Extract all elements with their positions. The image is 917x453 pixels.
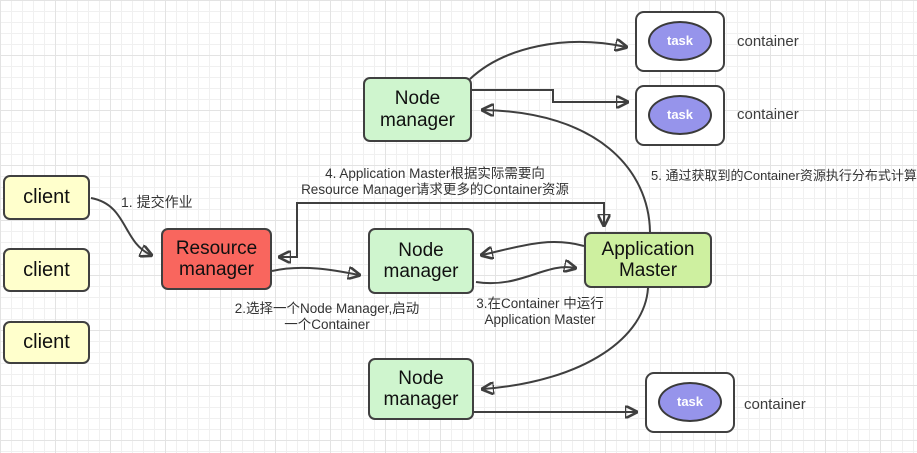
container-box-2: task	[635, 85, 725, 146]
client-box-3: client	[3, 321, 90, 364]
node-manager-bottom-box: Node manager	[368, 358, 474, 420]
task-label: task	[666, 106, 694, 122]
task-label: task	[676, 393, 704, 409]
node-manager-label: Node manager	[383, 367, 459, 410]
arrow-application-master-to-node-manager-top	[483, 110, 651, 233]
resource-manager-label: Resource manager	[175, 237, 258, 280]
client-box-1: client	[3, 175, 90, 220]
node-manager-mid-box: Node manager	[368, 228, 474, 294]
client-label: client	[23, 186, 70, 209]
arrow-application-master-to-node-manager-bottom	[483, 287, 649, 389]
application-master-label: Application Master	[601, 238, 695, 281]
arrow-node-manager-top-to-container-1	[469, 42, 626, 80]
annotation-step-2: 2.选择一个Node Manager,启动 一个Container	[234, 301, 420, 333]
task-label: task	[666, 32, 694, 48]
container-box-3: task	[645, 372, 735, 433]
annotation-step-5: 5. 通过获取到的Container资源执行分布式计算	[651, 168, 917, 183]
client-label: client	[23, 258, 70, 281]
client-box-2: client	[3, 248, 90, 292]
resource-manager-box: Resource manager	[161, 228, 272, 290]
application-master-box: Application Master	[584, 232, 712, 288]
arrow-resource-manager-to-node-manager-mid	[271, 268, 359, 275]
task-ellipse-1: task	[648, 21, 712, 61]
client-label: client	[23, 331, 70, 354]
annotation-step-1: 1. 提交作业	[121, 194, 193, 210]
arrow-application-master-to-node-manager-mid	[482, 241, 585, 255]
container-caption-3: container	[744, 396, 806, 413]
arrow-node-manager-top-to-container-2	[472, 89, 627, 102]
node-manager-label: Node manager	[383, 239, 459, 282]
arrow-step4-am-rm-request	[280, 202, 604, 257]
task-ellipse-3: task	[658, 382, 722, 422]
arrow-client-to-resource-manager	[90, 197, 151, 255]
node-manager-label: Node manager	[380, 88, 455, 131]
annotation-step-4: 4. Application Master根据实际需要向 Resource Ma…	[301, 166, 569, 198]
container-caption-2: container	[737, 106, 799, 123]
node-manager-top-box: Node manager	[363, 77, 472, 142]
container-caption-1: container	[737, 33, 799, 50]
annotation-step-3: 3.在Container 中运行 Application Master	[476, 296, 604, 328]
arrow-node-manager-mid-to-application-master	[475, 267, 575, 285]
container-box-1: task	[635, 11, 725, 72]
task-ellipse-2: task	[648, 95, 712, 135]
